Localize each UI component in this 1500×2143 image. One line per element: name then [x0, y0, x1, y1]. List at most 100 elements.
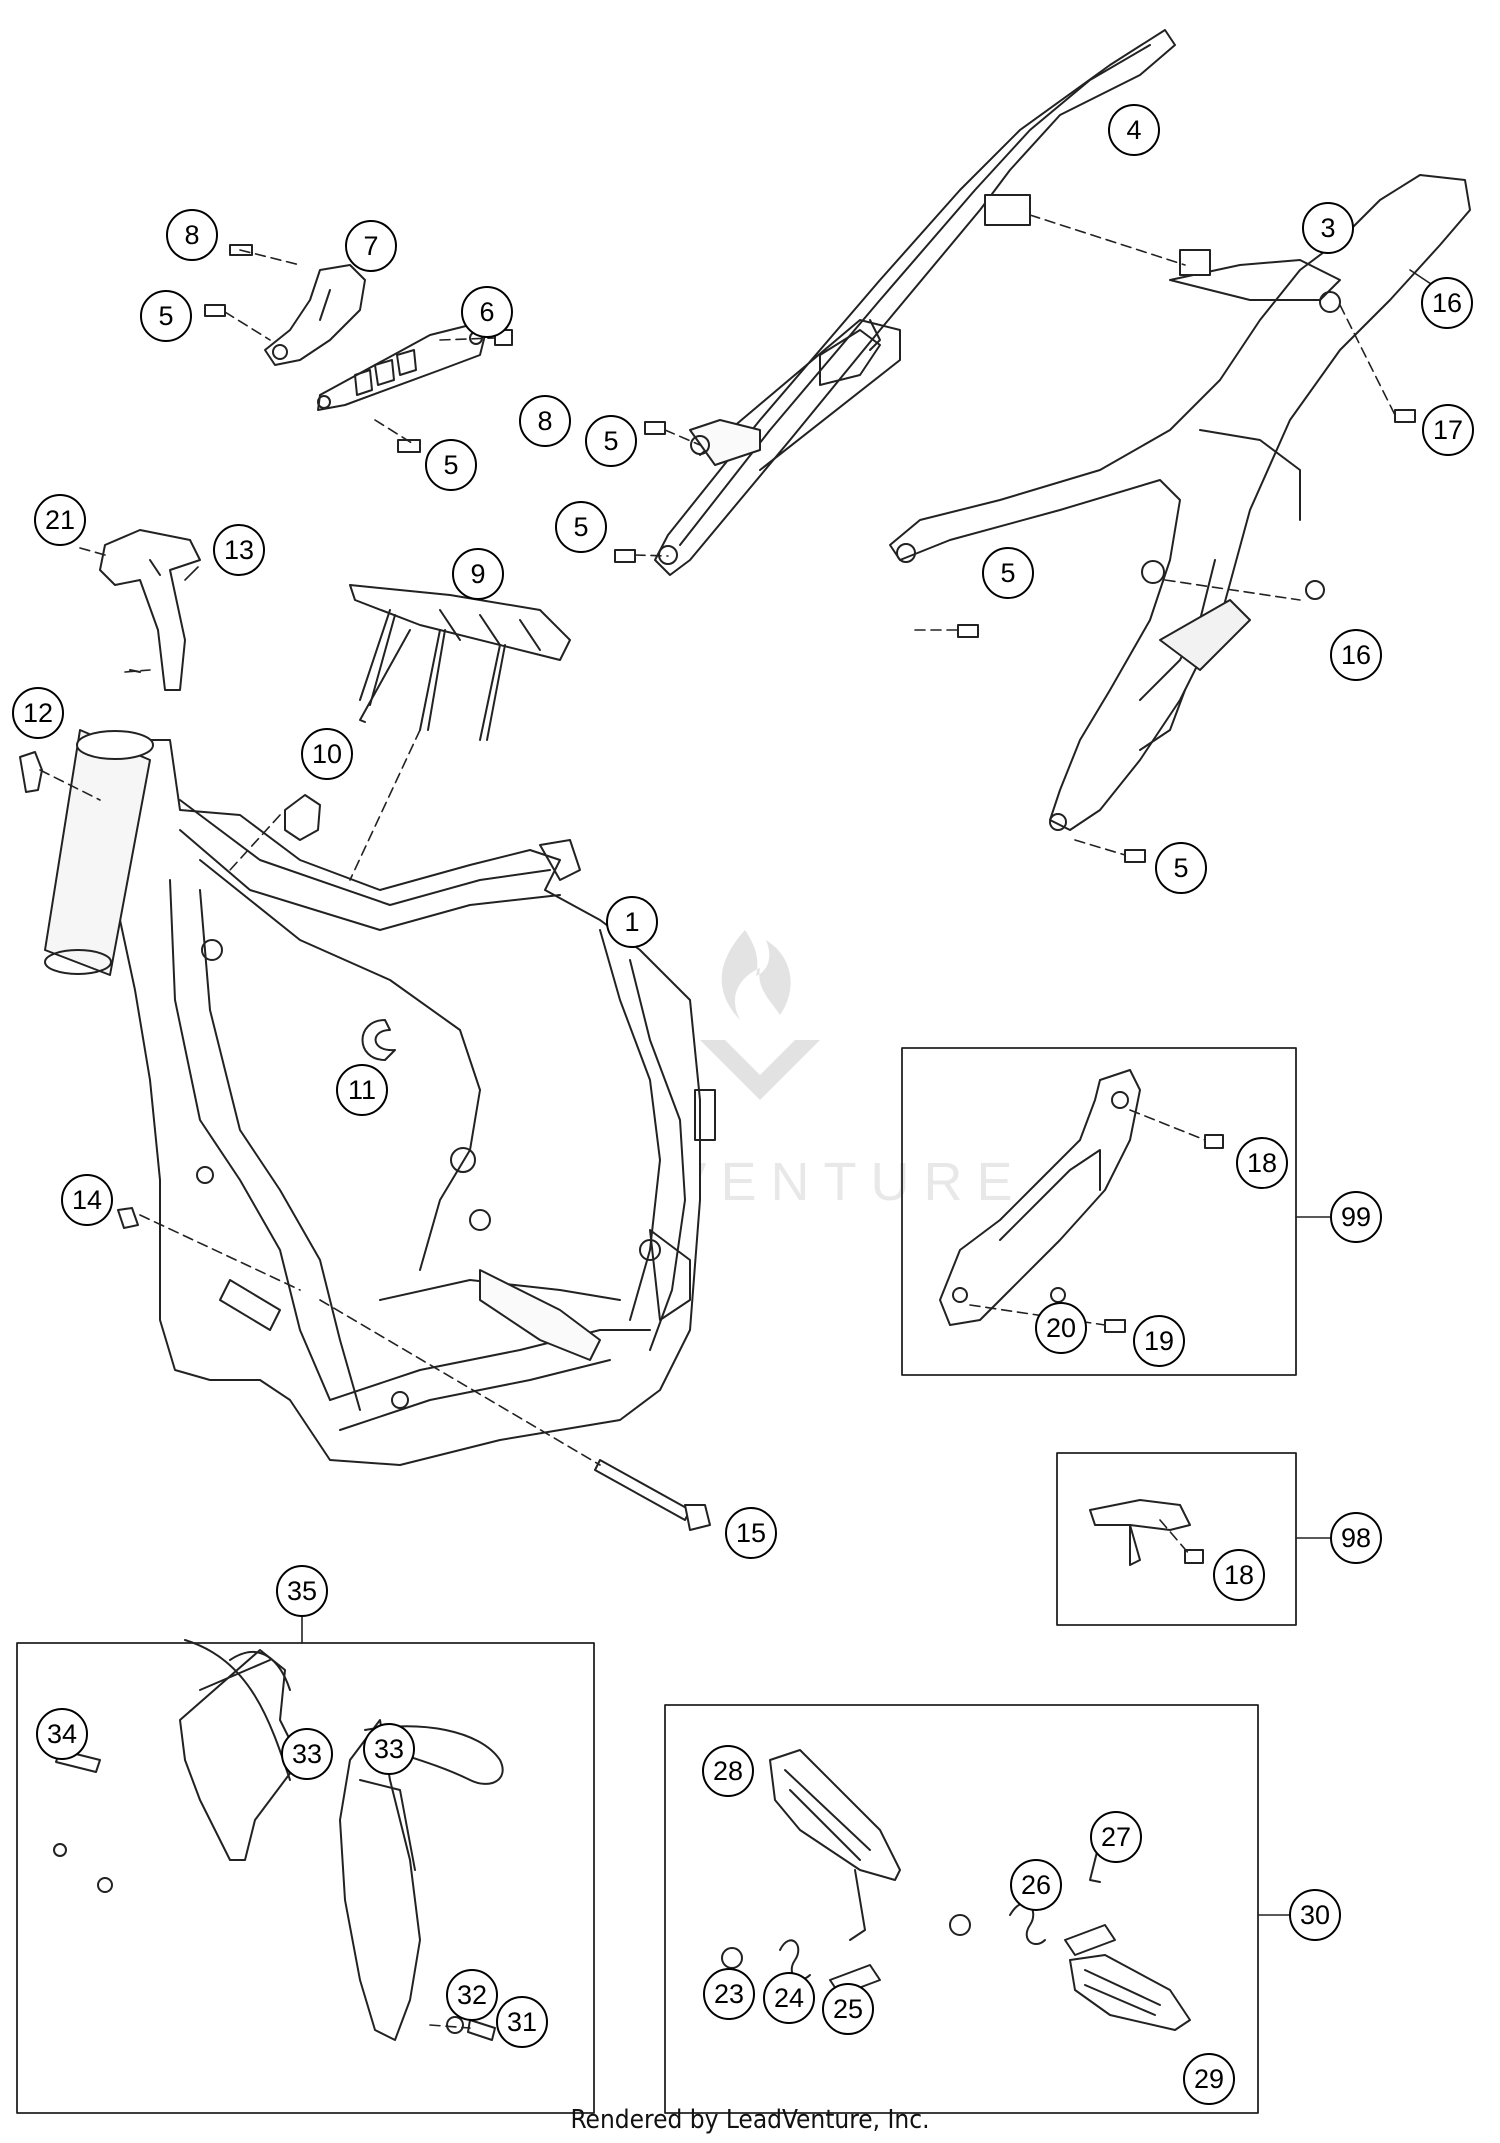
callout-label: 16: [1432, 288, 1462, 318]
callout-circle: [61, 1174, 113, 1226]
callout-label: 13: [224, 535, 254, 565]
callout-circle: [763, 1972, 815, 2024]
callout-18: 18: [1236, 1137, 1288, 1189]
callout-label: 1: [624, 907, 639, 937]
callout-29: 29: [1183, 2053, 1235, 2105]
callout-label: 21: [45, 505, 75, 535]
callout-label: 25: [833, 1994, 863, 2024]
callout-label: 31: [507, 2007, 537, 2037]
callout-9: 9: [452, 548, 504, 600]
callout-label: 29: [1194, 2064, 1224, 2094]
callout-label: 99: [1341, 1202, 1371, 1232]
callout-circle: [982, 547, 1034, 599]
callout-5: 5: [140, 290, 192, 342]
callout-circle: [1289, 1889, 1341, 1941]
callout-circle: [1330, 629, 1382, 681]
callout-circle: [555, 501, 607, 553]
callout-98: 98: [1330, 1512, 1382, 1564]
callout-label: 98: [1341, 1523, 1371, 1553]
callout-label: 14: [72, 1185, 102, 1215]
group-98-box: [1056, 1452, 1297, 1626]
callout-5: 5: [585, 415, 637, 467]
callout-circle: [461, 286, 513, 338]
callout-6: 6: [461, 286, 513, 338]
callout-19: 19: [1133, 1315, 1185, 1367]
callout-3: 3: [1302, 202, 1354, 254]
callout-label: 34: [47, 1719, 77, 1749]
callout-circle: [1133, 1315, 1185, 1367]
callout-label: 35: [287, 1576, 317, 1606]
callout-7: 7: [345, 220, 397, 272]
callout-circle: [1010, 1859, 1062, 1911]
callout-circle: [452, 548, 504, 600]
part-10-clip: [284, 794, 321, 841]
callout-circle: [1421, 277, 1473, 329]
callout-circle: [446, 1969, 498, 2021]
callout-30: 30: [1289, 1889, 1341, 1941]
callout-label: 4: [1126, 115, 1141, 145]
callout-33: 33: [281, 1728, 333, 1780]
callout-23: 23: [703, 1968, 755, 2020]
callout-label: 8: [537, 406, 552, 436]
callout-5: 5: [555, 501, 607, 553]
callout-label: 18: [1247, 1148, 1277, 1178]
callout-18: 18: [1213, 1549, 1265, 1601]
callout-circle: [822, 1983, 874, 2035]
part-drawings: [16, 29, 1471, 2114]
callout-circle: [703, 1968, 755, 2020]
callout-circle: [1302, 202, 1354, 254]
callout-circle: [1183, 2053, 1235, 2105]
callout-99: 99: [1330, 1191, 1382, 1243]
callout-circle: [1330, 1191, 1382, 1243]
callout-label: 26: [1021, 1870, 1051, 1900]
callout-circle: [1422, 404, 1474, 456]
callout-label: 10: [312, 739, 342, 769]
callout-circle: [1090, 1811, 1142, 1863]
assembly-lines: [39, 214, 1396, 2029]
callout-circle: [345, 220, 397, 272]
callout-24: 24: [763, 1972, 815, 2024]
callout-5: 5: [982, 547, 1034, 599]
callout-13: 13: [213, 524, 265, 576]
callout-label: 5: [158, 301, 173, 331]
part-99-stand-assembly: [939, 1069, 1141, 1326]
callout-17: 17: [1422, 404, 1474, 456]
callout-15: 15: [725, 1507, 777, 1559]
part-35-frame-guards: [53, 1639, 504, 2041]
callout-label: 28: [713, 1756, 743, 1786]
callout-circle: [606, 896, 658, 948]
callout-34: 34: [36, 1708, 88, 1760]
callout-label: 12: [23, 698, 53, 728]
callout-label: 24: [774, 1983, 804, 2013]
callout-circle: [1108, 104, 1160, 156]
callout-leaders: [184, 269, 1441, 1916]
callout-5: 5: [425, 439, 477, 491]
callout-label: 9: [470, 559, 485, 589]
callout-label: 30: [1300, 1900, 1330, 1930]
callout-label: 20: [1046, 1313, 1076, 1343]
callout-label: 11: [348, 1075, 376, 1105]
part-1-main-frame: [114, 739, 716, 1466]
callout-circle: [363, 1723, 415, 1775]
callout-label: 5: [443, 450, 458, 480]
callout-5: 5: [1155, 842, 1207, 894]
watermark-v-icon: [700, 1040, 820, 1100]
callout-28: 28: [702, 1745, 754, 1797]
callout-circle: [519, 395, 571, 447]
callout-circle: [12, 687, 64, 739]
callout-circle: [1035, 1302, 1087, 1354]
callout-label: 18: [1224, 1560, 1254, 1590]
callout-circle: [34, 494, 86, 546]
small-bolts: [204, 244, 1450, 1564]
callout-circle: [276, 1565, 328, 1617]
callout-circle: [281, 1728, 333, 1780]
callout-21: 21: [34, 494, 86, 546]
callout-4: 4: [1108, 104, 1160, 156]
callout-circle: [213, 524, 265, 576]
callout-label: 6: [479, 297, 494, 327]
callout-12: 12: [12, 687, 64, 739]
callout-circle: [425, 439, 477, 491]
part-6-bracket: [317, 324, 486, 411]
